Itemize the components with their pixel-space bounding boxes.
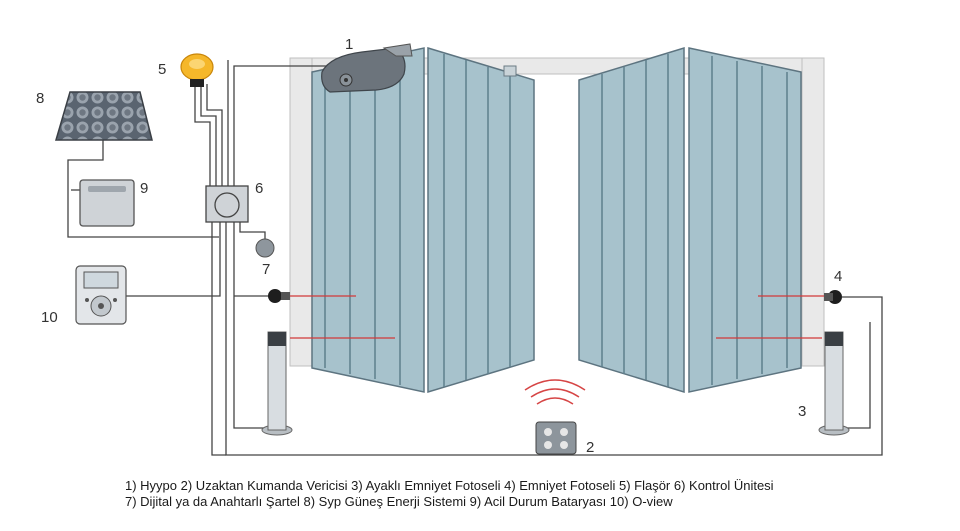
gate-motor-icon bbox=[321, 43, 413, 93]
key-switch-icon bbox=[255, 238, 275, 258]
legend: 1) Hyypo 2) Uzaktan Kumanda Vericisi 3) … bbox=[125, 478, 774, 510]
left-gate-leaves bbox=[311, 46, 535, 394]
flasher-lamp-icon bbox=[180, 53, 214, 87]
remote-signal-waves bbox=[524, 379, 586, 405]
label-hyppo: 1 bbox=[345, 36, 353, 53]
column-photocell-icon bbox=[818, 331, 850, 436]
label-photocell: 4 bbox=[834, 268, 842, 285]
label-key-switch: 7 bbox=[262, 261, 270, 278]
label-flasher: 5 bbox=[158, 61, 166, 78]
solar-panel-icon bbox=[55, 91, 153, 141]
label-control-unit: 6 bbox=[255, 180, 263, 197]
battery-icon bbox=[79, 179, 135, 227]
label-solar: 8 bbox=[36, 90, 44, 107]
photocell-icon bbox=[824, 290, 842, 304]
photocell-beams bbox=[290, 295, 824, 339]
wiring bbox=[67, 60, 883, 456]
control-unit-icon bbox=[205, 185, 249, 223]
gate-installation-diagram: 1 5 8 9 6 7 10 bbox=[36, 36, 883, 456]
label-oview: 10 bbox=[41, 309, 58, 326]
photocell-left-icon bbox=[268, 289, 290, 303]
column-photocell-left-icon bbox=[261, 331, 293, 436]
legend-line-1: 1) Hyypo 2) Uzaktan Kumanda Vericisi 3) … bbox=[125, 478, 774, 493]
label-remote: 2 bbox=[586, 439, 594, 456]
label-battery: 9 bbox=[140, 180, 148, 197]
legend-line-2: 7) Dijital ya da Anahtarlı Şartel 8) Syp… bbox=[125, 494, 673, 509]
oview-terminal-icon bbox=[75, 265, 127, 325]
label-column-photocell: 3 bbox=[798, 403, 806, 420]
right-gate-leaves bbox=[578, 46, 802, 394]
remote-control-icon bbox=[535, 421, 577, 455]
